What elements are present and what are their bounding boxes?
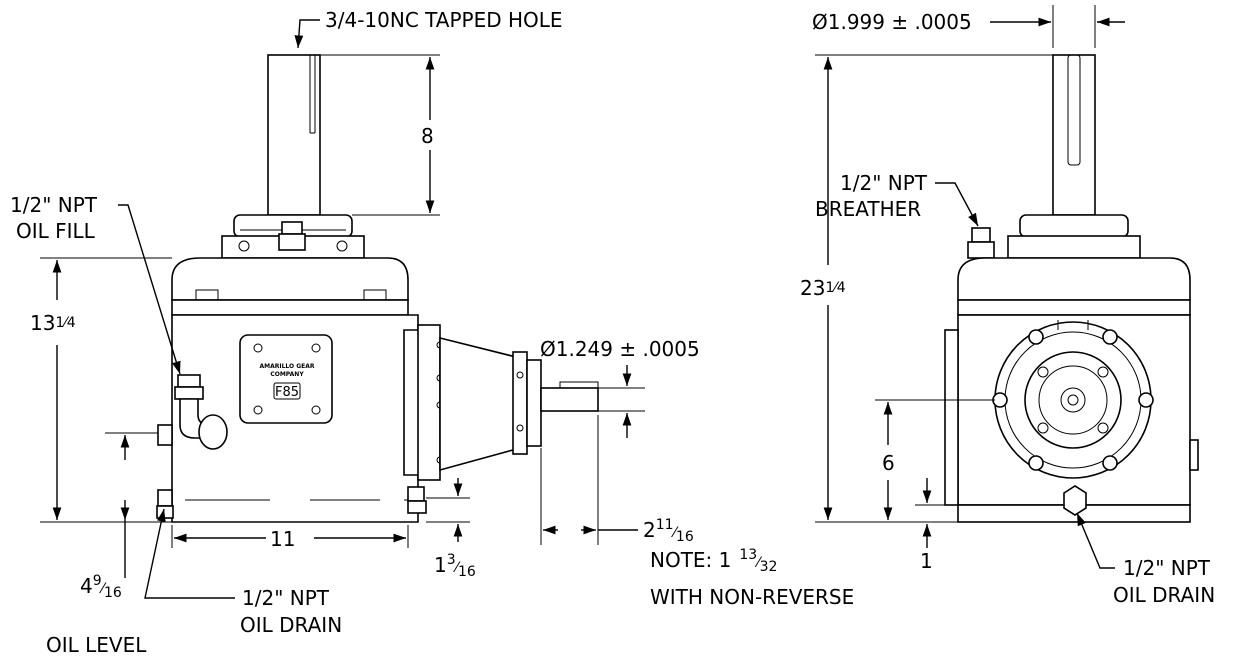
oil-fill-label-2: OIL FILL	[16, 219, 96, 243]
side-drain-plug	[1063, 485, 1087, 516]
front-drain-label-1: 1/2" NPT	[242, 586, 330, 610]
labels: 3/4-10NC TAPPED HOLE 8 1/2" NPT OIL FILL…	[10, 8, 1215, 657]
housing	[171, 257, 409, 301]
oil-fill-plug	[174, 374, 228, 450]
note-line-2: WITH NON-REVERSE	[650, 585, 854, 609]
side-height-label: 231⁄4	[800, 276, 846, 300]
oil-fill-label-1: 1/2" NPT	[10, 193, 98, 217]
input-housing	[439, 336, 521, 472]
input-flange	[992, 320, 1154, 479]
dimensions	[40, 5, 1125, 599]
input-diameter-label: Ø1.249 ± .0005	[540, 337, 700, 361]
nameplate-line-1: AMARILLO GEAR	[259, 363, 314, 370]
breather-label-2: BREATHER	[815, 197, 921, 221]
input-adapter	[417, 324, 441, 481]
nameplate	[239, 334, 333, 424]
front-view: AMARILLO GEAR COMPANY F85	[156, 54, 599, 523]
width-label: 11	[270, 527, 295, 551]
front-drain-label-2: OIL DRAIN	[240, 613, 342, 637]
center-height-label: 6	[882, 451, 895, 475]
side-view	[944, 54, 1199, 523]
foot-height-dim: 13⁄16	[434, 552, 476, 580]
output-shaft	[267, 54, 321, 216]
base-height-label: 1	[920, 549, 933, 573]
oil-level-label: OIL LEVEL	[46, 633, 147, 657]
breather-label-1: 1/2" NPT	[840, 171, 928, 195]
input-extension-dim: 211⁄16	[643, 517, 694, 545]
side-drain-label-2: OIL DRAIN	[1113, 583, 1215, 607]
side-output-shaft	[1052, 54, 1096, 216]
nameplate-line-2: COMPANY	[270, 371, 304, 378]
front-height-label: 131⁄4	[30, 311, 76, 335]
side-drain-label-1: 1/2" NPT	[1123, 556, 1211, 580]
nameplate-model: F85	[275, 385, 299, 400]
input-shaft	[540, 387, 599, 412]
oil-level-dim: 49⁄16	[80, 573, 122, 601]
shaft-length-label: 8	[421, 124, 434, 148]
side-diameter-label: Ø1.999 ± .0005	[812, 10, 972, 34]
tapped-hole-label: 3/4-10NC TAPPED HOLE	[325, 8, 563, 32]
